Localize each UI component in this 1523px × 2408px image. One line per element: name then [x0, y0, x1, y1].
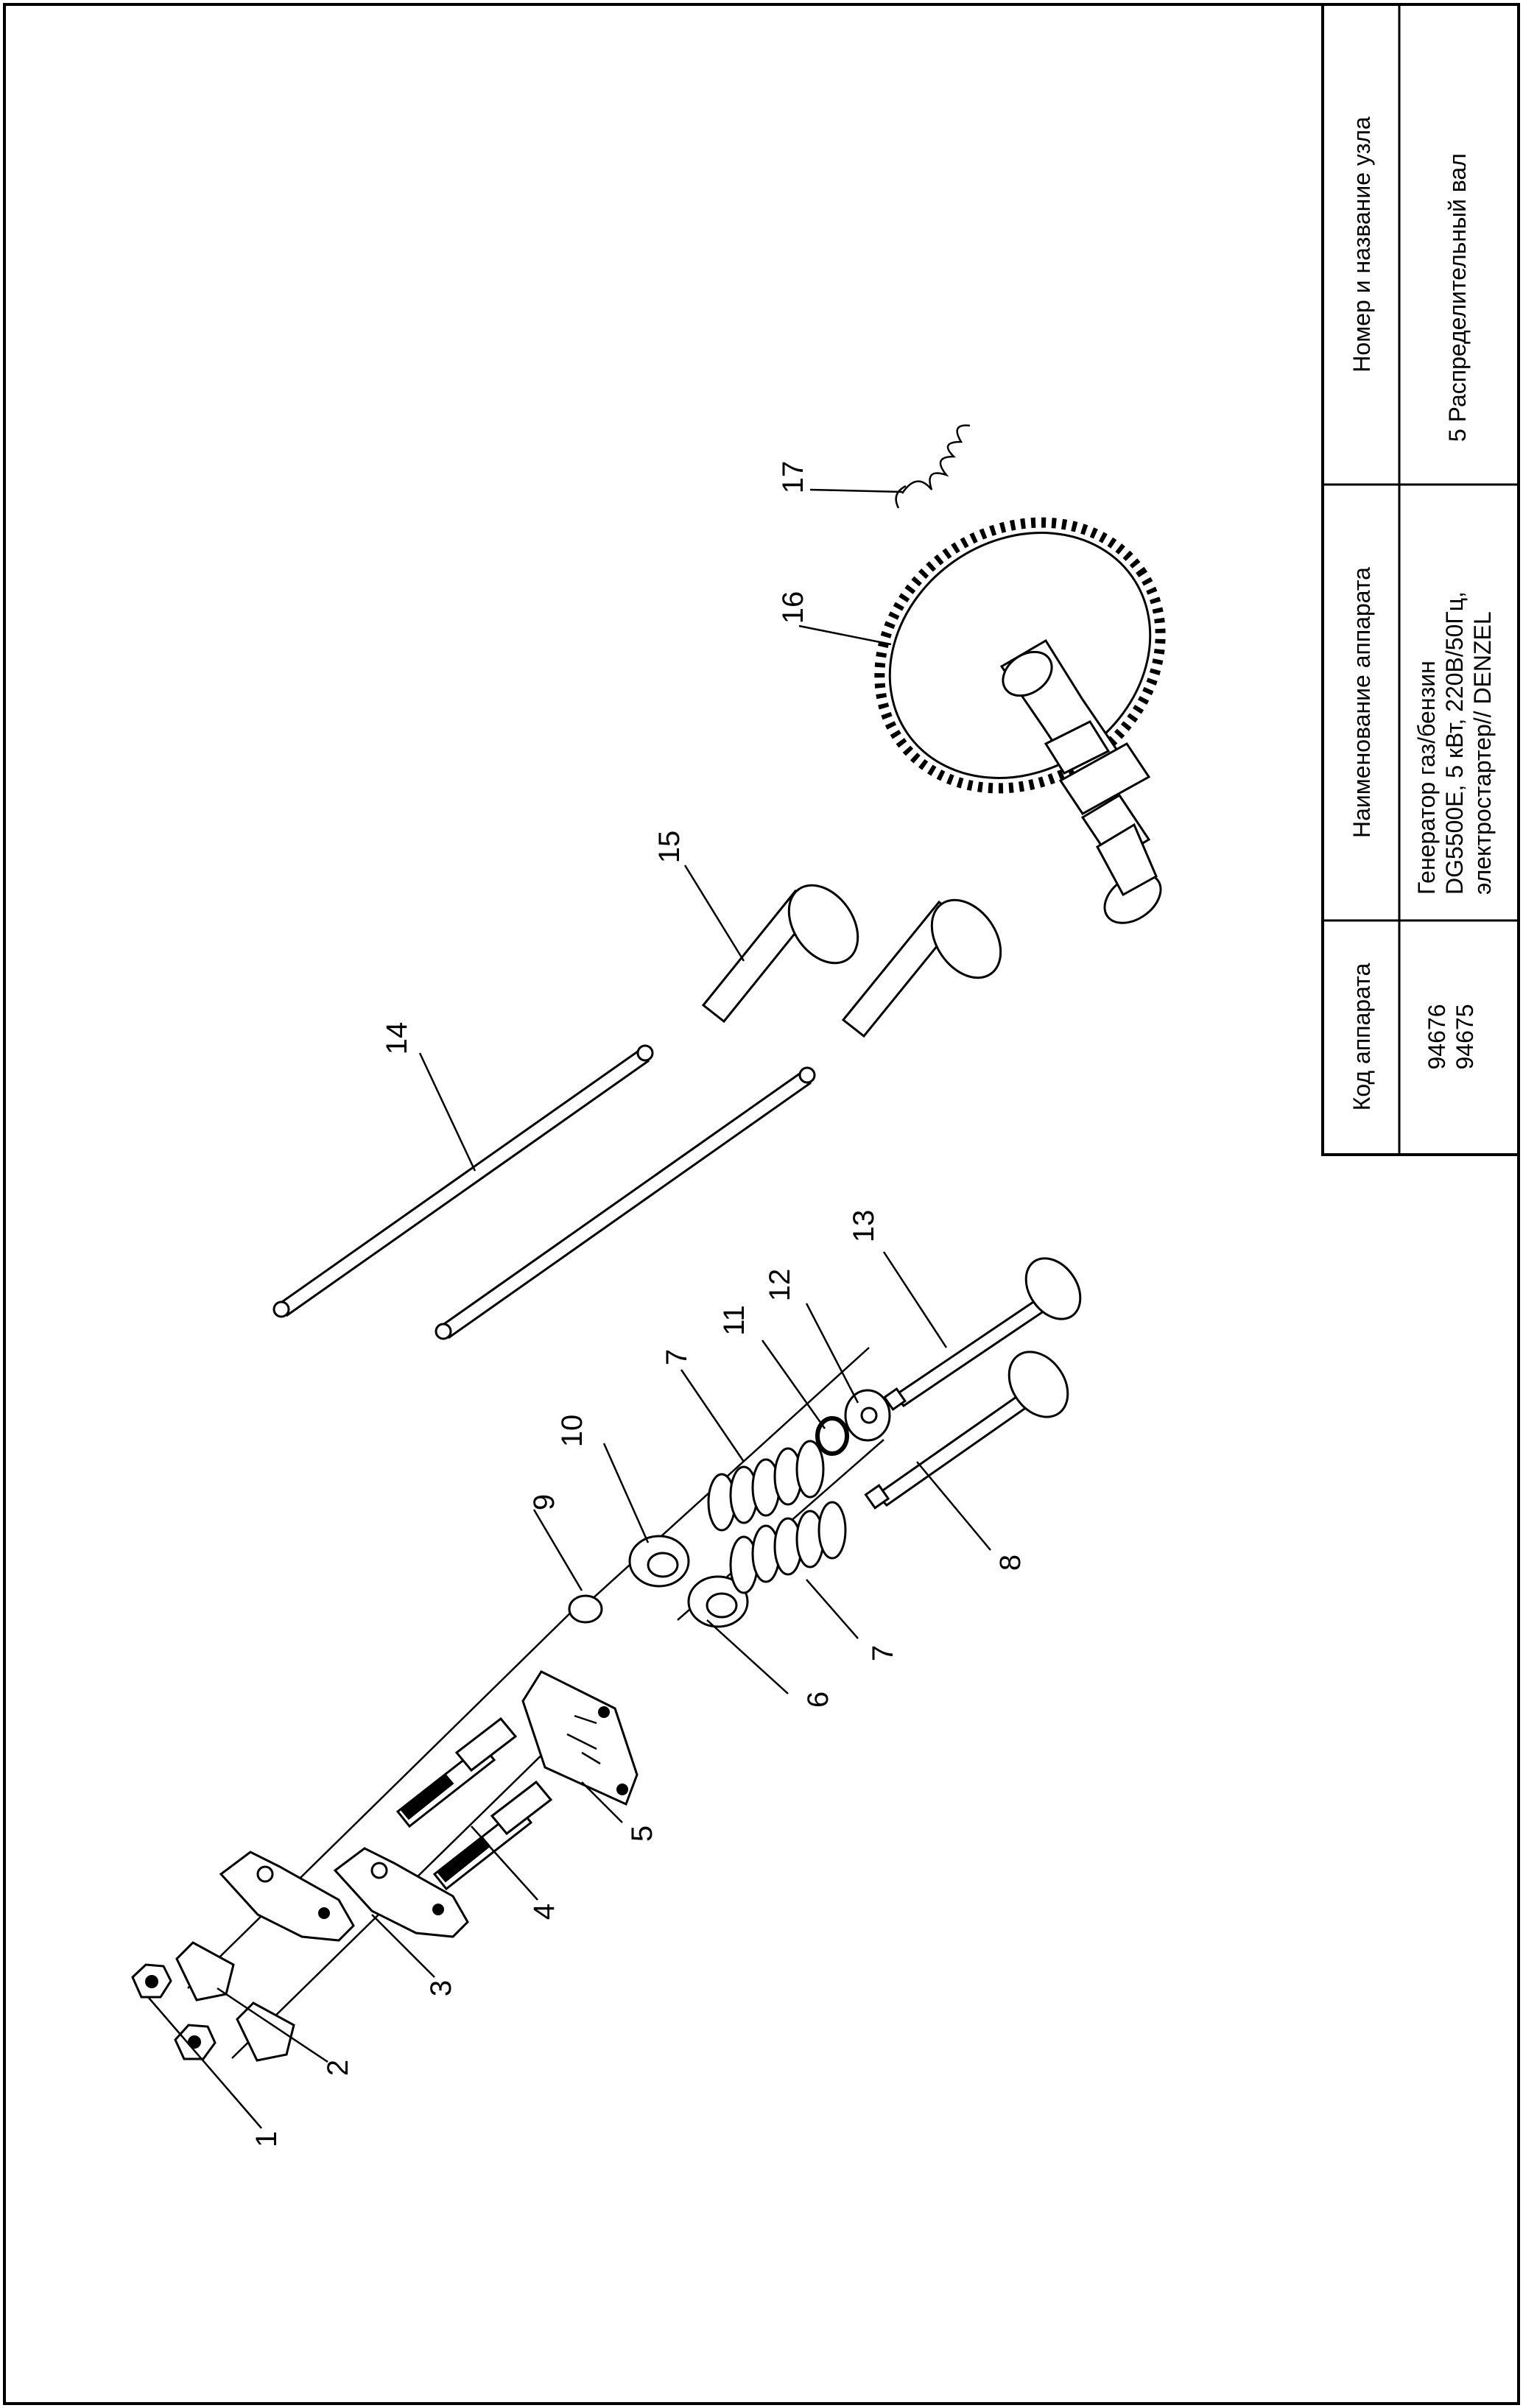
- part-5-guide-plate: [521, 1670, 639, 1806]
- callout-6: 6: [802, 1691, 834, 1708]
- callout-2: 2: [322, 2060, 354, 2076]
- callout-17: 17: [777, 461, 809, 494]
- callout-3: 3: [425, 1980, 457, 1996]
- title-block: Код аппарата Наименование аппарата Номер…: [1321, 3, 1520, 1156]
- callout-15: 15: [653, 831, 686, 864]
- callout-13: 13: [848, 1210, 880, 1243]
- page-frame: [3, 3, 1520, 2405]
- part-3-rocker-arms: [219, 1847, 469, 1942]
- callout-14: 14: [381, 1022, 413, 1055]
- callout-7b: 7: [661, 1349, 693, 1365]
- header-name: Наименование аппарата: [1348, 567, 1375, 838]
- part-17-spring: [895, 424, 971, 509]
- callout-12: 12: [764, 1269, 796, 1302]
- header-unit: Номер и название узла: [1348, 116, 1375, 373]
- part-2-caps: [175, 1941, 295, 2062]
- callout-11: 11: [718, 1305, 750, 1336]
- part-6-retainer: [687, 1575, 749, 1628]
- name-line-3: электростартер// DENZEL: [1469, 611, 1496, 895]
- header-code: Код аппарата: [1348, 963, 1375, 1111]
- callout-5: 5: [626, 1826, 658, 1842]
- code-value-2: 94675: [1452, 1004, 1478, 1070]
- part-16-camshaft: [874, 517, 1166, 924]
- part-8-valve: [864, 1351, 1069, 1510]
- callout-4: 4: [528, 1904, 560, 1920]
- part-15-tappets: [701, 884, 1002, 1038]
- part-10-retainer: [628, 1535, 690, 1588]
- callout-9: 9: [528, 1494, 560, 1510]
- unit-value: 5 Распределительный вал: [1444, 153, 1471, 442]
- part-11-ring: [815, 1416, 849, 1456]
- callout-1: 1: [250, 2131, 283, 2147]
- leader-lines: [148, 488, 991, 2129]
- code-value-1: 94676: [1424, 1004, 1450, 1070]
- callout-8: 8: [994, 1555, 1027, 1571]
- part-4-studs: [395, 1717, 553, 1891]
- callouts: 1 2 3 4 5 6 7 7 8 9 10 11 12 13 14 15 16…: [250, 461, 1027, 2147]
- part-9-valve-cap: [568, 1594, 603, 1624]
- part-13-valve: [882, 1257, 1082, 1412]
- callout-7a: 7: [867, 1645, 899, 1661]
- part-14-push-rods: [272, 1044, 816, 1340]
- name-line-2: DG5500E, 5 кВт, 220В/50Гц,: [1441, 591, 1468, 895]
- name-line-1: Генератор газ/бензин: [1413, 661, 1440, 895]
- callout-10: 10: [556, 1415, 588, 1448]
- part-7-springs: [707, 1440, 847, 1594]
- part-1-nuts: [131, 1963, 217, 2060]
- callout-16: 16: [777, 591, 809, 624]
- part-12-washer: [844, 1389, 891, 1442]
- exploded-drawing: 1 2 3 4 5 6 7 7 8 9 10 11 12 13 14 15 16…: [131, 424, 1166, 2147]
